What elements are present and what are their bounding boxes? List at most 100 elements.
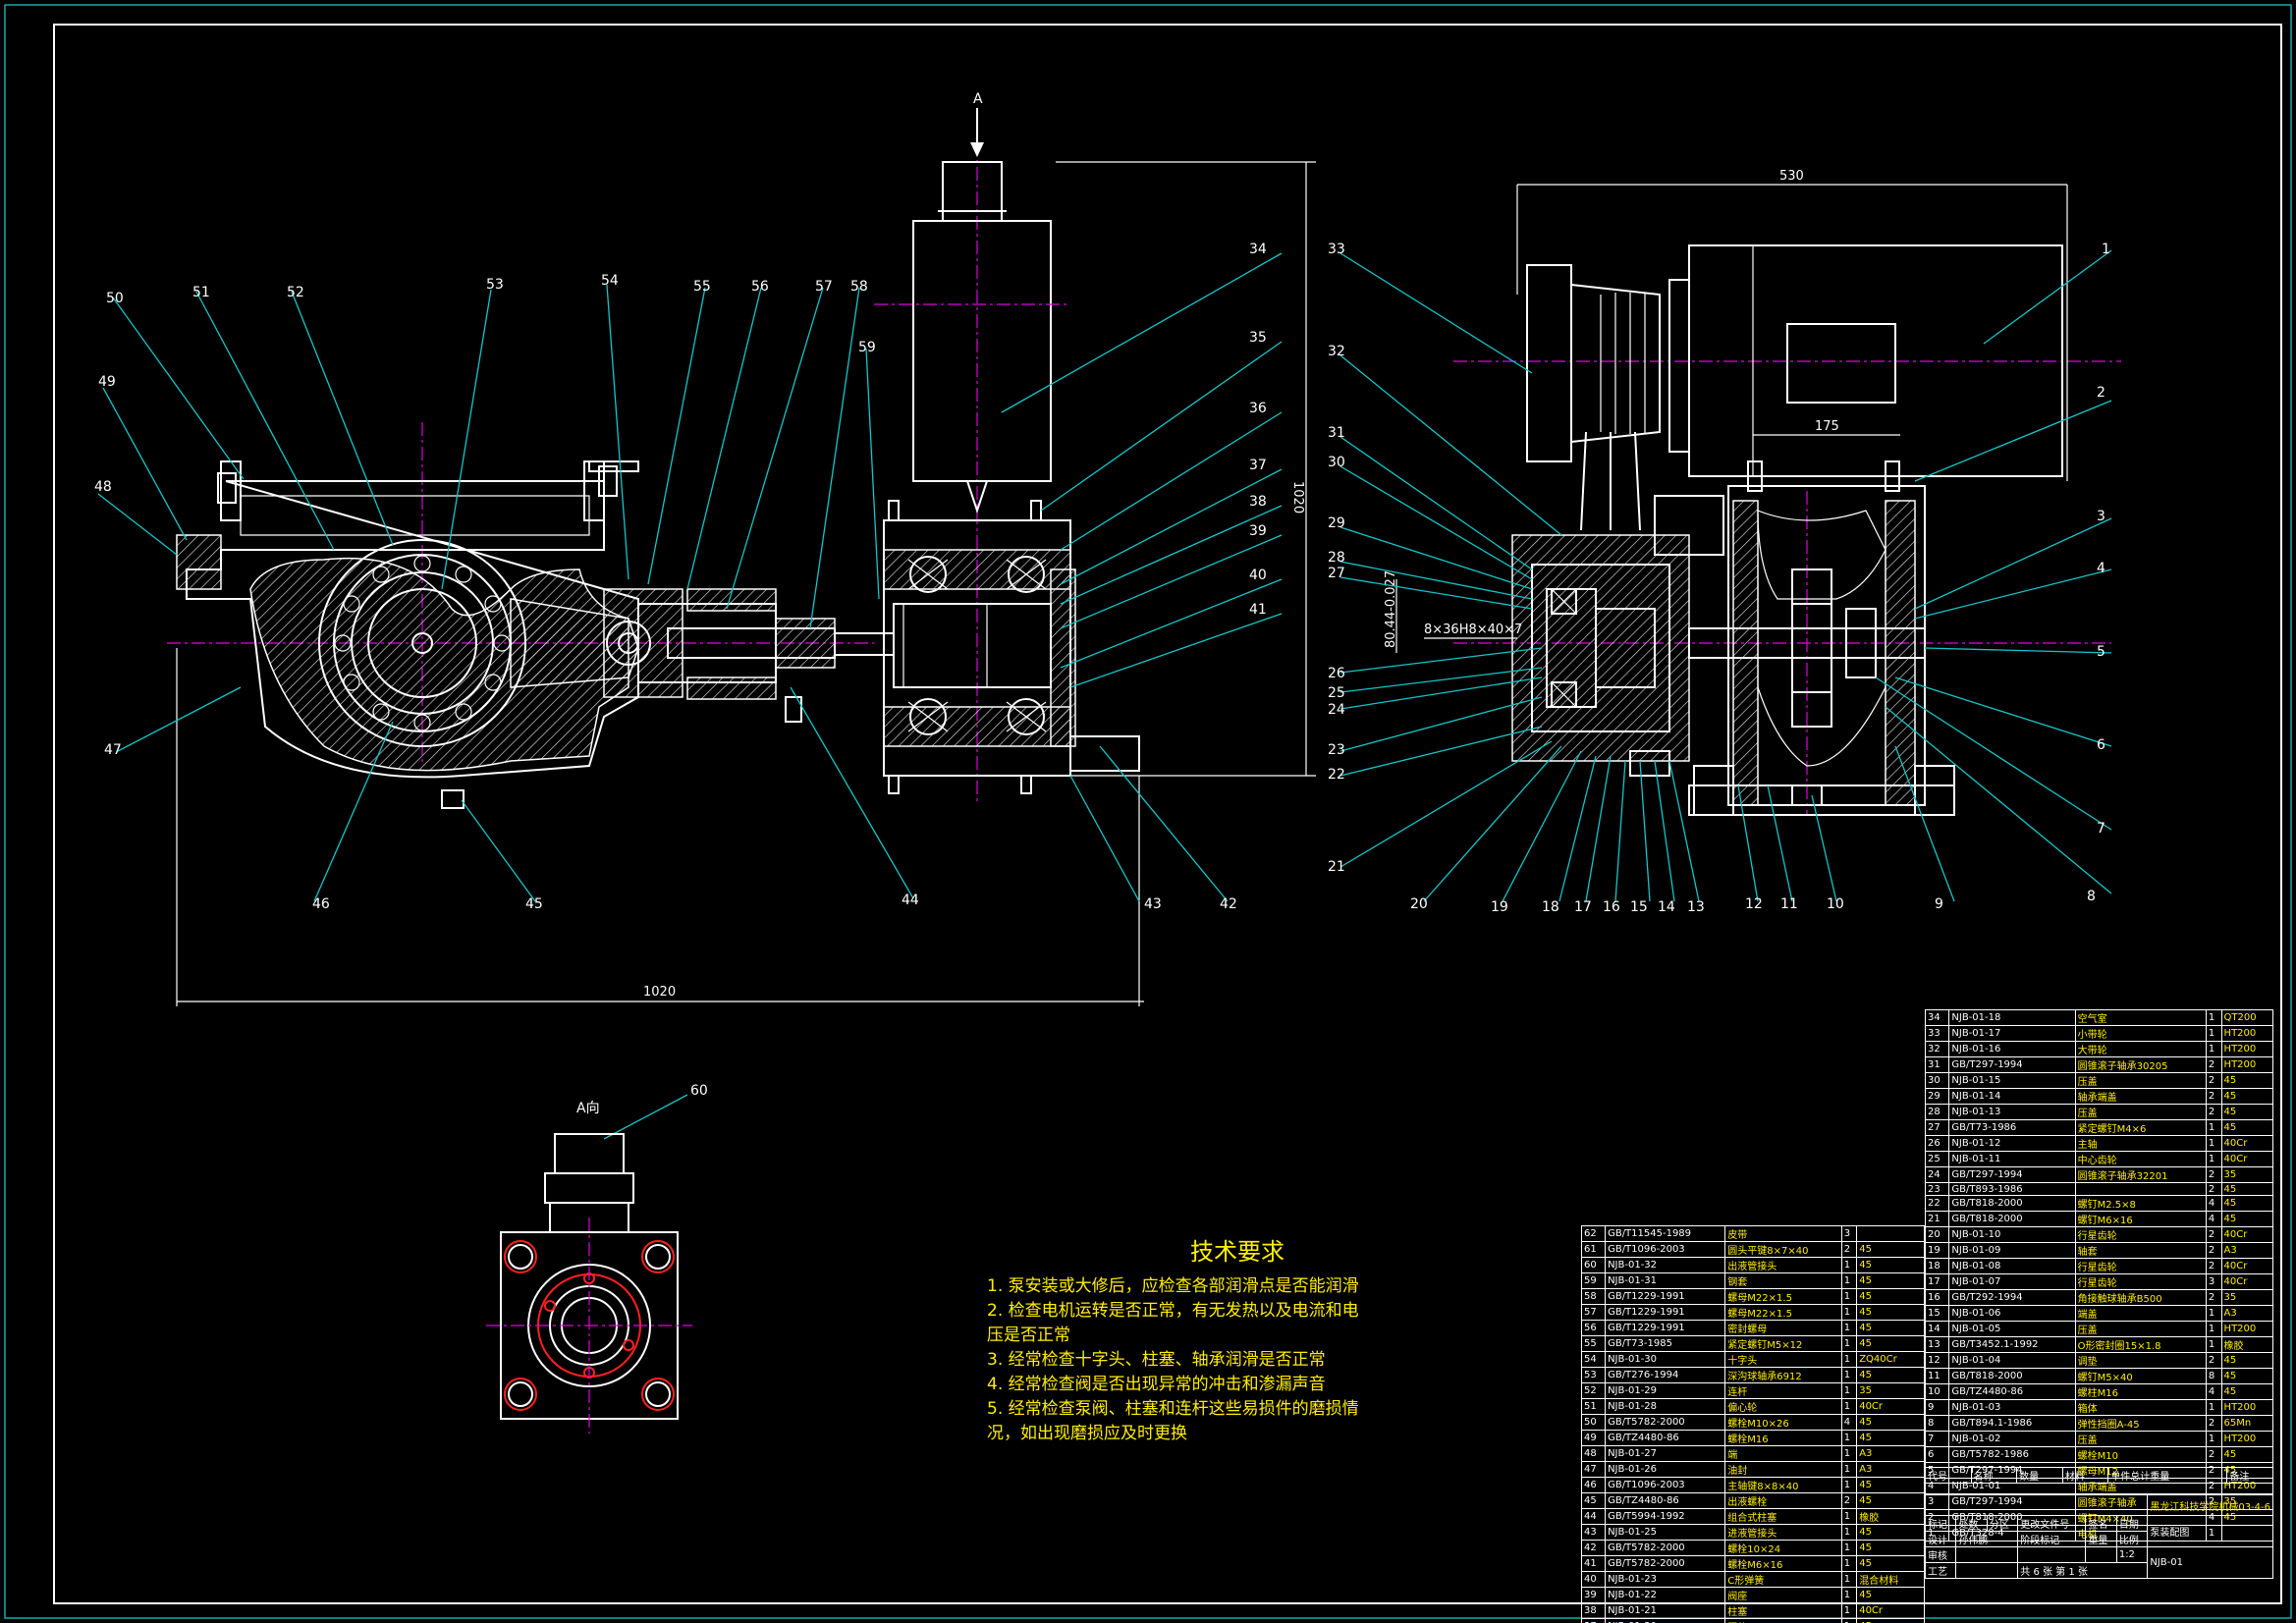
bom-cell: HT200 bbox=[2220, 1056, 2274, 1073]
bom-cell: 44 bbox=[1580, 1508, 1607, 1525]
bom-cell: 45 bbox=[2220, 1195, 2274, 1212]
leader-lines-side bbox=[1339, 249, 2112, 902]
bom-cell: 45 bbox=[1856, 1618, 1925, 1623]
bom-cell: 1 bbox=[1840, 1272, 1858, 1289]
bom-cell: 1 bbox=[2205, 1336, 2222, 1353]
bom-cell: HT200 bbox=[2220, 1041, 2274, 1057]
bom-cell: 35 bbox=[2220, 1166, 2274, 1183]
bom-cell: 紧定螺钉M4×6 bbox=[2074, 1119, 2207, 1136]
bom-cell: 2 bbox=[2205, 1104, 2222, 1120]
bom-cell: NJB-01-23 bbox=[1605, 1571, 1726, 1588]
bom-cell: NJB-01-27 bbox=[1605, 1445, 1726, 1462]
svg-text:29: 29 bbox=[1328, 515, 1345, 531]
svg-text:37: 37 bbox=[1249, 458, 1267, 473]
bom-cell: NJB-01-15 bbox=[1948, 1072, 2076, 1089]
bom-cell: GB/T11545-1989 bbox=[1605, 1225, 1726, 1242]
bom-cell: 45 bbox=[1856, 1304, 1925, 1321]
dim-side-width: 530 bbox=[1779, 169, 1804, 184]
bom-cell: 45 bbox=[1856, 1492, 1925, 1509]
bom-cell: NJB-01-31 bbox=[1605, 1272, 1726, 1289]
bom-cell: 橡胶 bbox=[1856, 1508, 1925, 1525]
tech-item: 压是否正常 bbox=[987, 1325, 1070, 1345]
svg-text:47: 47 bbox=[104, 742, 122, 758]
view-arrow-label: A bbox=[973, 91, 983, 107]
bom-cell: 2 bbox=[2205, 1166, 2222, 1183]
bom-cell: 18 bbox=[1924, 1258, 1950, 1274]
svg-text:14: 14 bbox=[1658, 899, 1675, 915]
bom-cell: 61 bbox=[1580, 1241, 1607, 1258]
leader-lines-main bbox=[97, 252, 1283, 902]
svg-text:45: 45 bbox=[525, 896, 543, 912]
bom-cell: 端盖 bbox=[2074, 1305, 2207, 1322]
bom-cell: 56 bbox=[1580, 1320, 1607, 1336]
inner-border bbox=[53, 24, 2282, 1604]
svg-text:51: 51 bbox=[192, 285, 210, 300]
bom-cell: 2 bbox=[2205, 1226, 2222, 1243]
bom-cell: GB/T1229-1991 bbox=[1605, 1320, 1726, 1336]
bom-cell: NJB-01-02 bbox=[1948, 1431, 2076, 1447]
bom-cell: 23 bbox=[1924, 1182, 1950, 1196]
bom-cell: 2 bbox=[2205, 1088, 2222, 1105]
bom-cell: GB/TZ4480-86 bbox=[1605, 1492, 1726, 1509]
bom-cell: 2 bbox=[2205, 1242, 2222, 1259]
bom-cell: 1 bbox=[2205, 1305, 2222, 1322]
svg-text:A向: A向 bbox=[576, 1101, 600, 1116]
bom-cell: 1 bbox=[1840, 1304, 1858, 1321]
bom-cell: 阀座 bbox=[1724, 1587, 1842, 1603]
bom-cell: 角接触球轴承B500 bbox=[2074, 1289, 2207, 1306]
bom-cell: 2 bbox=[2205, 1352, 2222, 1369]
bom-cell: 皮带 bbox=[1724, 1225, 1842, 1242]
svg-text:19: 19 bbox=[1491, 899, 1508, 915]
svg-text:3: 3 bbox=[2097, 509, 2105, 524]
svg-text:48: 48 bbox=[94, 479, 112, 495]
bom-cell: 偏心轮 bbox=[1724, 1398, 1842, 1415]
pump-front-view: A 1020 1020 bbox=[167, 91, 1316, 1006]
svg-text:42: 42 bbox=[1220, 896, 1237, 912]
bom-cell: GB/T5782-2000 bbox=[1605, 1540, 1726, 1556]
bom-cell: 1 bbox=[2205, 1399, 2222, 1416]
bom-cell: 35 bbox=[1856, 1382, 1925, 1399]
bom-cell: 出液螺栓 bbox=[1724, 1492, 1842, 1509]
bom-row: 37NJB-01-20泵体145 bbox=[1580, 1618, 1925, 1623]
bom-cell: GB/TZ4480-86 bbox=[1948, 1383, 2076, 1400]
bom-cell: 25 bbox=[1924, 1151, 1950, 1167]
bom-cell: 45 bbox=[2220, 1072, 2274, 1089]
bom-cell: 行星齿轮 bbox=[2074, 1258, 2207, 1274]
bom-cell: 45 bbox=[1856, 1430, 1925, 1446]
bom-cell: 39 bbox=[1580, 1587, 1607, 1603]
svg-text:23: 23 bbox=[1328, 742, 1345, 758]
dim-side-0: 80.44-0.027 bbox=[1384, 570, 1398, 648]
svg-text:20: 20 bbox=[1410, 896, 1428, 912]
svg-text:1: 1 bbox=[2102, 242, 2110, 257]
bom-cell: 45 bbox=[2220, 1368, 2274, 1384]
bom-cell: 45 bbox=[2220, 1446, 2274, 1463]
svg-text:13: 13 bbox=[1687, 899, 1705, 915]
bom-cell: 油封 bbox=[1724, 1461, 1842, 1478]
tech-item: 5. 经常检查泵阀、柱塞和连杆这些易损件的磨损情 bbox=[987, 1399, 1359, 1419]
bom-cell: 45 bbox=[1856, 1257, 1925, 1273]
bom-cell: 1 bbox=[1840, 1367, 1858, 1383]
bom-cell: A3 bbox=[1856, 1445, 1925, 1462]
bom-cell: O形密封圈15×1.8 bbox=[2074, 1336, 2207, 1353]
bom-cell: 4 bbox=[1840, 1414, 1858, 1431]
bom-cell: NJB-01-13 bbox=[1948, 1104, 2076, 1120]
bom-cell: GB/T5782-2000 bbox=[1605, 1414, 1726, 1431]
bom-cell: 大带轮 bbox=[2074, 1041, 2207, 1057]
bom-cell: NJB-01-08 bbox=[1948, 1258, 2076, 1274]
svg-text:57: 57 bbox=[815, 279, 833, 295]
bom-cell: 1 bbox=[2205, 1025, 2222, 1042]
dim-overall-height: 1020 bbox=[1290, 481, 1305, 514]
